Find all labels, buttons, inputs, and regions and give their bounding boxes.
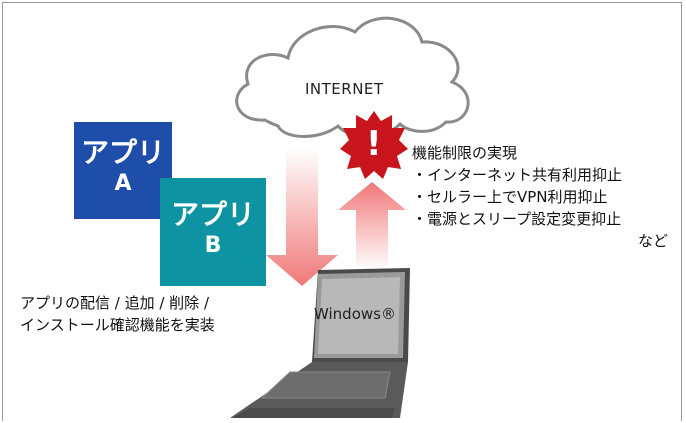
restriction-tail: など [637,232,668,250]
restriction-item: ・インターネット共有利用抑止 [412,166,623,184]
app-caption-line2: インストール確認機能を実装 [20,316,215,334]
app-b-label: アプリ [170,198,255,231]
app-caption: アプリの配信 / 追加 / 削除 / インストール確認機能を実装 [20,292,215,336]
app-b-tile: アプリ B [160,178,266,286]
restriction-title: 機能制限の実現 [412,144,518,162]
app-caption-line1: アプリの配信 / 追加 / 削除 / [20,294,210,312]
internet-label: INTERNET [305,80,384,98]
app-a-tile: アプリ A [74,122,172,219]
restriction-item: ・電源とスリープ設定変更抑止 [412,210,622,228]
restriction-item: ・セルラー上でVPN利用抑止 [412,188,608,206]
restriction-list: 機能制限の実現 ・インターネット共有利用抑止 ・セルラー上でVPN利用抑止 ・電… [412,142,672,252]
windows-screen-label: Windows® [314,305,396,323]
app-a-label: アプリ [80,136,165,169]
warning-symbol: ! [366,124,382,164]
app-b-letter: B [204,233,222,258]
app-a-letter: A [114,171,132,196]
